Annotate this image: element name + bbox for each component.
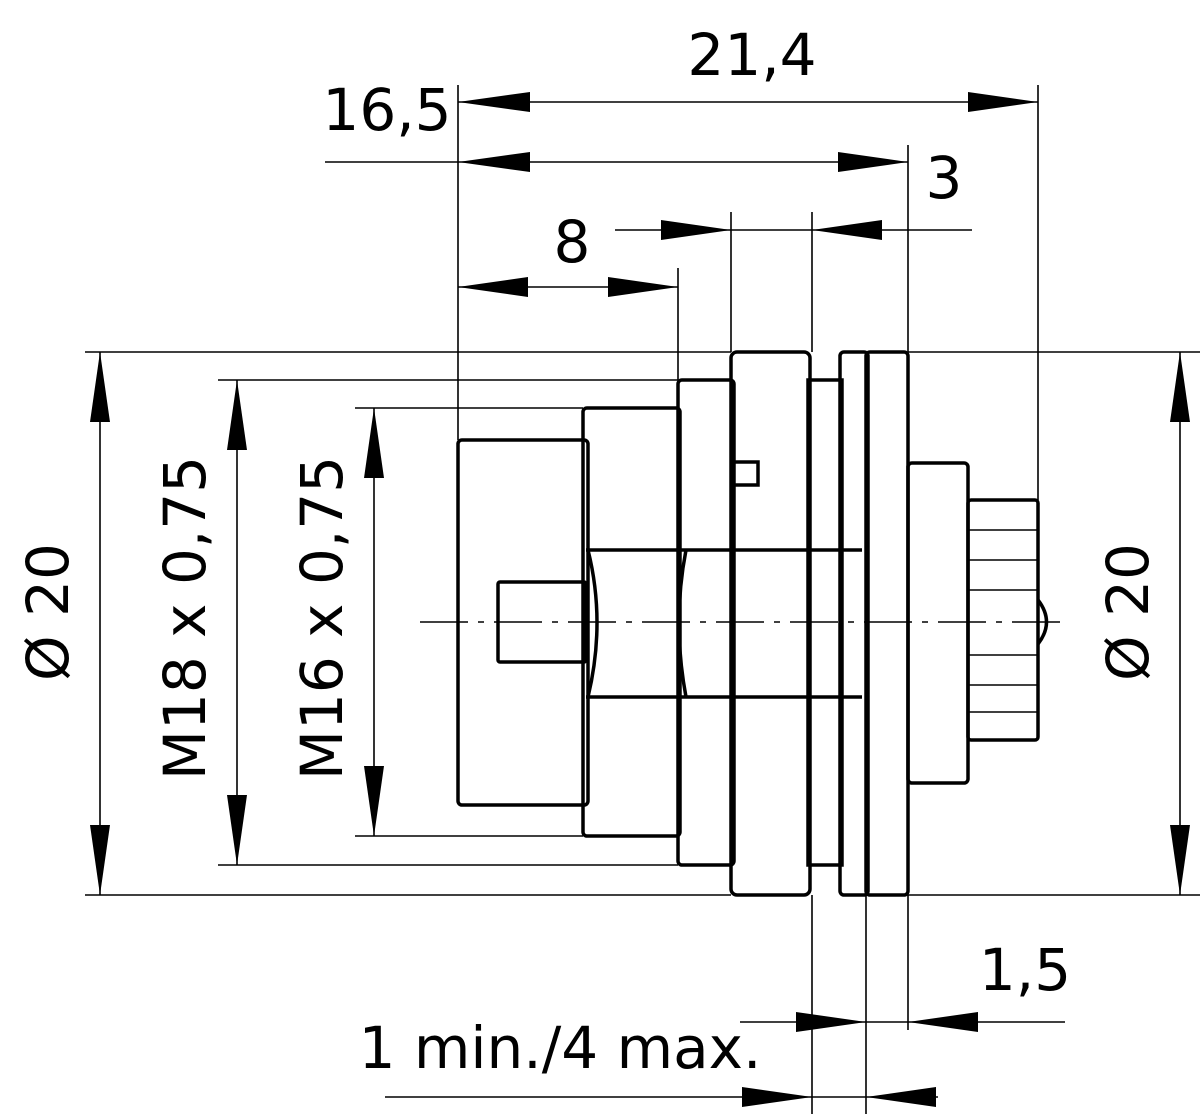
- dimension-overall-length: 21,4: [458, 21, 1038, 112]
- label-overall-length: 21,4: [687, 21, 816, 89]
- dimension-thread-m16: M16 x 0,75: [288, 408, 384, 836]
- label-thread-m18: M18 x 0,75: [151, 456, 219, 780]
- dimension-front-length: 16,5: [322, 76, 908, 172]
- label-thread-m16: M16 x 0,75: [288, 456, 356, 780]
- flange-notch: [734, 460, 760, 487]
- extension-lines: [85, 85, 1200, 1114]
- label-front-length: 16,5: [322, 76, 451, 144]
- rear-flange: [864, 350, 910, 897]
- connector-body: [456, 350, 1049, 897]
- label-diameter-right: Ø 20: [1094, 543, 1162, 681]
- label-flange-width: 3: [926, 144, 963, 212]
- dimension-panel-thickness: 1 min./4 max.: [359, 1014, 938, 1107]
- main-flange: [729, 350, 812, 897]
- dimension-diameter-left: Ø 20: [14, 352, 110, 895]
- label-rear-flange: 1,5: [979, 936, 1071, 1004]
- label-diameter-left: Ø 20: [14, 543, 82, 681]
- label-thread-length: 8: [554, 208, 591, 276]
- dimension-flange-width: 3: [615, 144, 972, 240]
- rear-body: [906, 461, 970, 785]
- dimension-rear-flange: 1,5: [740, 936, 1071, 1032]
- dimension-thread-length: 8: [458, 208, 678, 297]
- contact-carrier: [966, 498, 1040, 742]
- dimension-diameter-right: Ø 20: [1094, 352, 1190, 895]
- rear-washer: [838, 350, 870, 897]
- dimension-thread-m18: M18 x 0,75: [151, 380, 247, 865]
- label-panel-thickness: 1 min./4 max.: [359, 1014, 762, 1082]
- contact-ribs: [968, 529, 1038, 713]
